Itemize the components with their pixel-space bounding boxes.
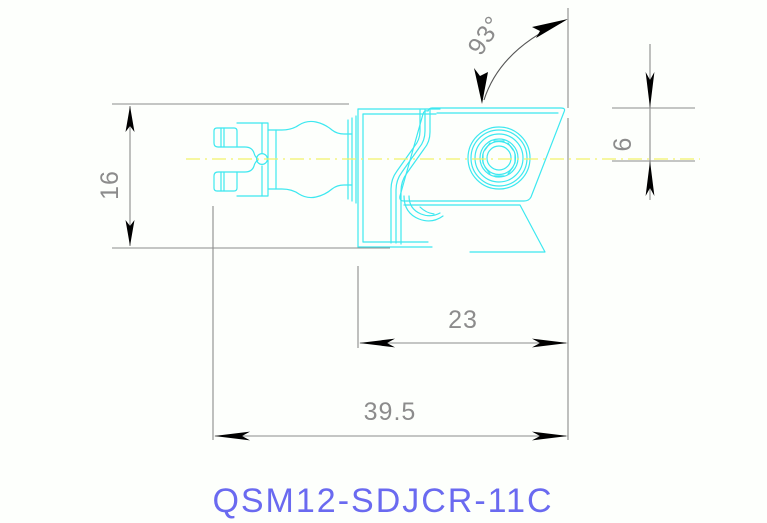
arrowhead-16-bottom — [125, 220, 135, 246]
arrowhead-23-left — [359, 338, 395, 348]
arrowhead-6-bottom — [645, 161, 655, 196]
dimension-label-23: 23 — [448, 306, 478, 334]
arrowhead-39-5-left — [214, 431, 250, 441]
arrowhead-6-top — [645, 72, 655, 108]
dimension-label-39-5: 39.5 — [364, 398, 417, 426]
arrowhead-93deg-lower — [474, 68, 488, 104]
torx-socket-lobes — [482, 140, 516, 177]
bottom-extension-lines — [212, 8, 569, 440]
arrowhead-39-5-right — [532, 431, 568, 441]
arrowhead-93deg-upper — [532, 19, 568, 38]
dimension-16-group — [112, 103, 390, 249]
dimension-label-6: 6 — [609, 137, 637, 152]
insert-clamp-screw — [467, 126, 531, 190]
arrowhead-23-right — [532, 338, 568, 348]
arrowhead-16-top — [125, 106, 135, 132]
dimension-label-16: 16 — [96, 170, 124, 200]
cutting-insert-rhombic — [399, 107, 566, 253]
part-number-title: QSM12-SDJCR-11C — [212, 482, 553, 520]
tool-geometry-group — [213, 107, 566, 253]
